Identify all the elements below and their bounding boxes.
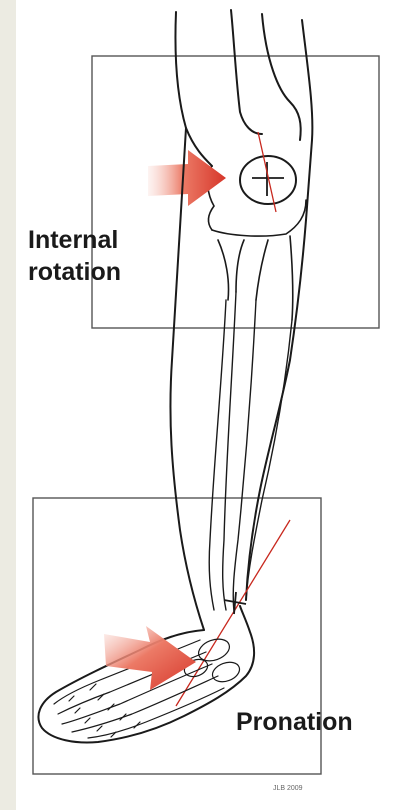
arrow-down-right-icon bbox=[104, 626, 196, 690]
arrow-right-icon bbox=[148, 150, 226, 206]
internal-rotation-label: Internal rotation bbox=[28, 224, 121, 288]
internal-rotation-line-1: Internal bbox=[28, 224, 121, 256]
artist-credit: JLB 2009 bbox=[273, 785, 303, 792]
patella-marker bbox=[240, 132, 296, 212]
knee-bones bbox=[208, 166, 306, 320]
pronation-label: Pronation bbox=[236, 706, 353, 738]
internal-rotation-line-2: rotation bbox=[28, 256, 121, 288]
tibia-fibula bbox=[209, 292, 292, 612]
